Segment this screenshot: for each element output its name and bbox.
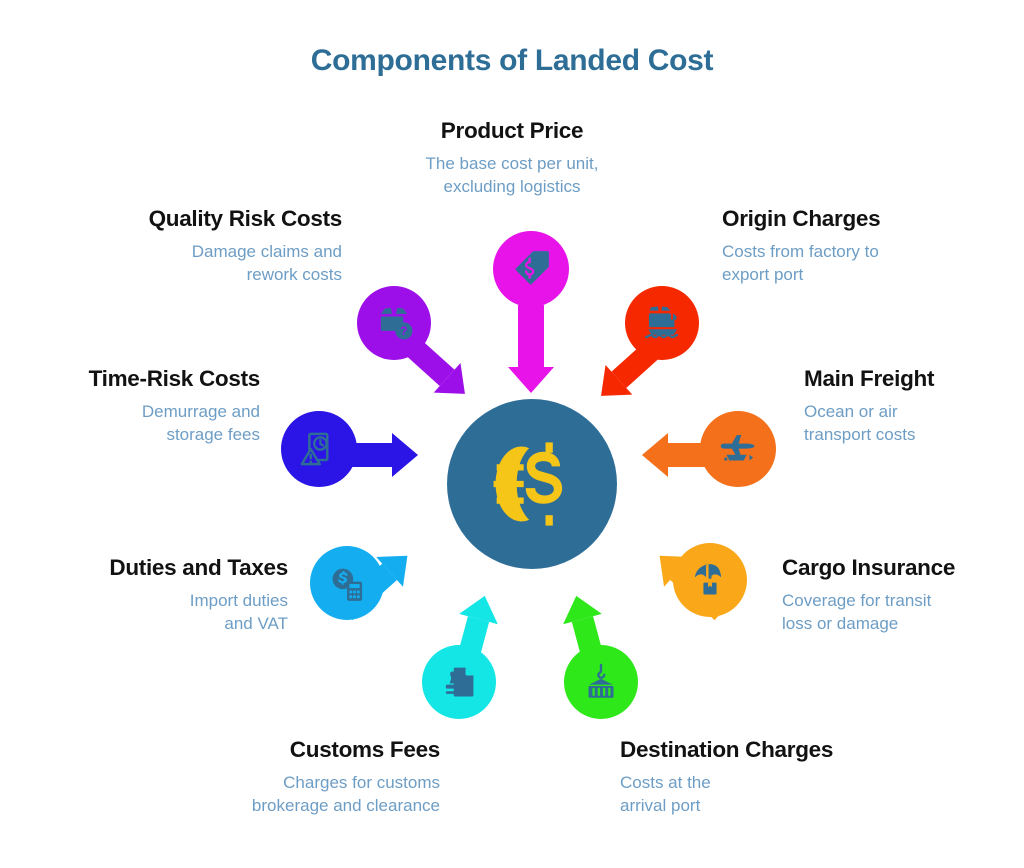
node-description: Damage claims and rework costs	[191, 242, 342, 284]
node-icon-duties-and-taxes[interactable]	[310, 546, 384, 620]
svg-text:?: ?	[400, 324, 407, 338]
node-title: Cargo Insurance	[782, 555, 956, 580]
center-hub	[447, 399, 617, 569]
label-quality-risk-costs: Quality Risk Costs Damage claims and rew…	[42, 206, 343, 286]
label-cargo-insurance: Cargo Insurance Coverage for transit los…	[782, 555, 1024, 635]
document-stamp-icon	[445, 667, 474, 697]
label-time-risk-costs: Time-Risk Costs Demurrage and storage fe…	[0, 366, 261, 446]
node-title: Time-Risk Costs	[88, 366, 261, 391]
label-destination-charges: Destination Charges Costs at the arrival…	[620, 737, 920, 817]
node-icon-main-freight[interactable]	[700, 411, 776, 487]
node-icon-destination-charges[interactable]	[564, 645, 638, 719]
cargo-ship-factory-icon	[645, 306, 679, 339]
node-description: Costs at the arrival port	[620, 773, 711, 815]
plane-ship-icon	[720, 435, 755, 461]
node-description: The base cost per unit, excluding logist…	[425, 154, 599, 196]
node-title: Main Freight	[804, 366, 935, 391]
node-title: Customs Fees	[289, 737, 441, 762]
coin-calculator-icon	[332, 568, 363, 601]
label-main-freight: Main Freight Ocean or air transport cost…	[804, 366, 1024, 446]
node-description: Costs from factory to export port	[722, 242, 879, 284]
node-description: Import duties and VAT	[189, 591, 288, 633]
node-description: Coverage for transit loss or damage	[782, 591, 932, 633]
node-icon-customs-fees[interactable]	[422, 645, 496, 719]
label-customs-fees: Customs Fees Charges for customs brokera…	[140, 737, 440, 817]
node-title: Destination Charges	[620, 737, 834, 762]
node-title: Product Price	[440, 118, 584, 143]
arrow-product-price	[508, 305, 554, 393]
node-description: Charges for customs brokerage and cleara…	[251, 773, 440, 815]
clock-document-warning-icon	[300, 432, 329, 466]
umbrella-box-icon	[694, 564, 722, 595]
globe-dollar-icon	[493, 442, 563, 526]
node-icon-time-risk-costs[interactable]	[281, 411, 357, 487]
container-crane-icon	[588, 663, 614, 698]
label-product-price: Product Price The base cost per unit, ex…	[362, 118, 662, 198]
page-title: Components of Landed Cost	[310, 44, 714, 77]
node-title: Quality Risk Costs	[148, 206, 343, 231]
damaged-box-question-icon: ?	[380, 307, 413, 340]
node-icon-cargo-insurance[interactable]	[673, 543, 747, 617]
node-icon-product-price[interactable]	[493, 231, 569, 307]
node-title: Origin Charges	[722, 206, 881, 231]
label-origin-charges: Origin Charges Costs from factory to exp…	[722, 206, 1022, 286]
label-duties-and-taxes: Duties and Taxes Import duties and VAT	[0, 555, 288, 635]
node-description: Demurrage and storage fees	[141, 402, 260, 444]
node-title: Duties and Taxes	[109, 555, 288, 580]
node-icon-origin-charges[interactable]	[625, 286, 699, 360]
price-tag-icon	[515, 251, 549, 285]
node-icon-quality-risk-costs[interactable]: ?	[357, 286, 431, 360]
node-description: Ocean or air transport costs	[804, 402, 916, 444]
